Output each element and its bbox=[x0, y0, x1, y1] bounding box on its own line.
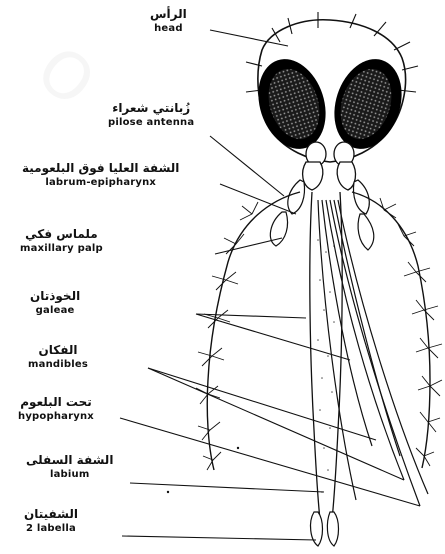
label-galeae: الخوذتان galeae bbox=[30, 290, 80, 316]
label-maxillary-palp: ملماس فكي maxillary palp bbox=[20, 228, 103, 254]
label-galeae-en: galeae bbox=[30, 306, 80, 316]
maxillary-palps bbox=[270, 180, 373, 250]
labella bbox=[311, 512, 339, 546]
label-head-ar: الرأس bbox=[150, 8, 187, 20]
label-labrum-epipharynx-en: labrum-epipharynx bbox=[22, 178, 179, 188]
label-labrum-epipharynx-ar: الشفة العليا فوق البلعومية bbox=[22, 162, 179, 174]
label-maxillary-palp-ar: ملماس فكي bbox=[20, 228, 103, 240]
label-hypopharynx: تحت البلعوم hypopharynx bbox=[18, 396, 94, 422]
label-hypopharynx-en: hypopharynx bbox=[18, 412, 94, 422]
label-labium-ar: الشفة السفلى bbox=[26, 454, 113, 466]
right-antenna-whorls bbox=[380, 198, 442, 466]
label-hypopharynx-ar: تحت البلعوم bbox=[18, 396, 94, 408]
label-mandibles-en: mandibles bbox=[28, 360, 88, 370]
label-head-en: head bbox=[150, 24, 187, 34]
label-labium: الشفة السفلى labium bbox=[26, 454, 113, 480]
label-pilose-antenna-ar: زُبانتي شعراء bbox=[108, 102, 194, 114]
label-mandibles-ar: الفكان bbox=[28, 344, 88, 356]
label-head: الرأس head bbox=[150, 8, 187, 34]
label-labella-en: 2 labella bbox=[24, 524, 78, 534]
label-pilose-antenna-en: pilose antenna bbox=[108, 118, 194, 128]
label-labrum-epipharynx: الشفة العليا فوق البلعومية labrum-epipha… bbox=[22, 162, 179, 188]
label-maxillary-palp-en: maxillary palp bbox=[20, 244, 103, 254]
left-antenna-whorls bbox=[196, 202, 258, 470]
label-labella: الشفيتان 2 labella bbox=[24, 508, 78, 534]
label-mandibles: الفكان mandibles bbox=[28, 344, 88, 370]
label-galeae-ar: الخوذتان bbox=[30, 290, 80, 302]
label-labium-en: labium bbox=[26, 470, 113, 480]
label-pilose-antenna: زُبانتي شعراء pilose antenna bbox=[108, 102, 194, 128]
label-labella-ar: الشفيتان bbox=[24, 508, 78, 520]
